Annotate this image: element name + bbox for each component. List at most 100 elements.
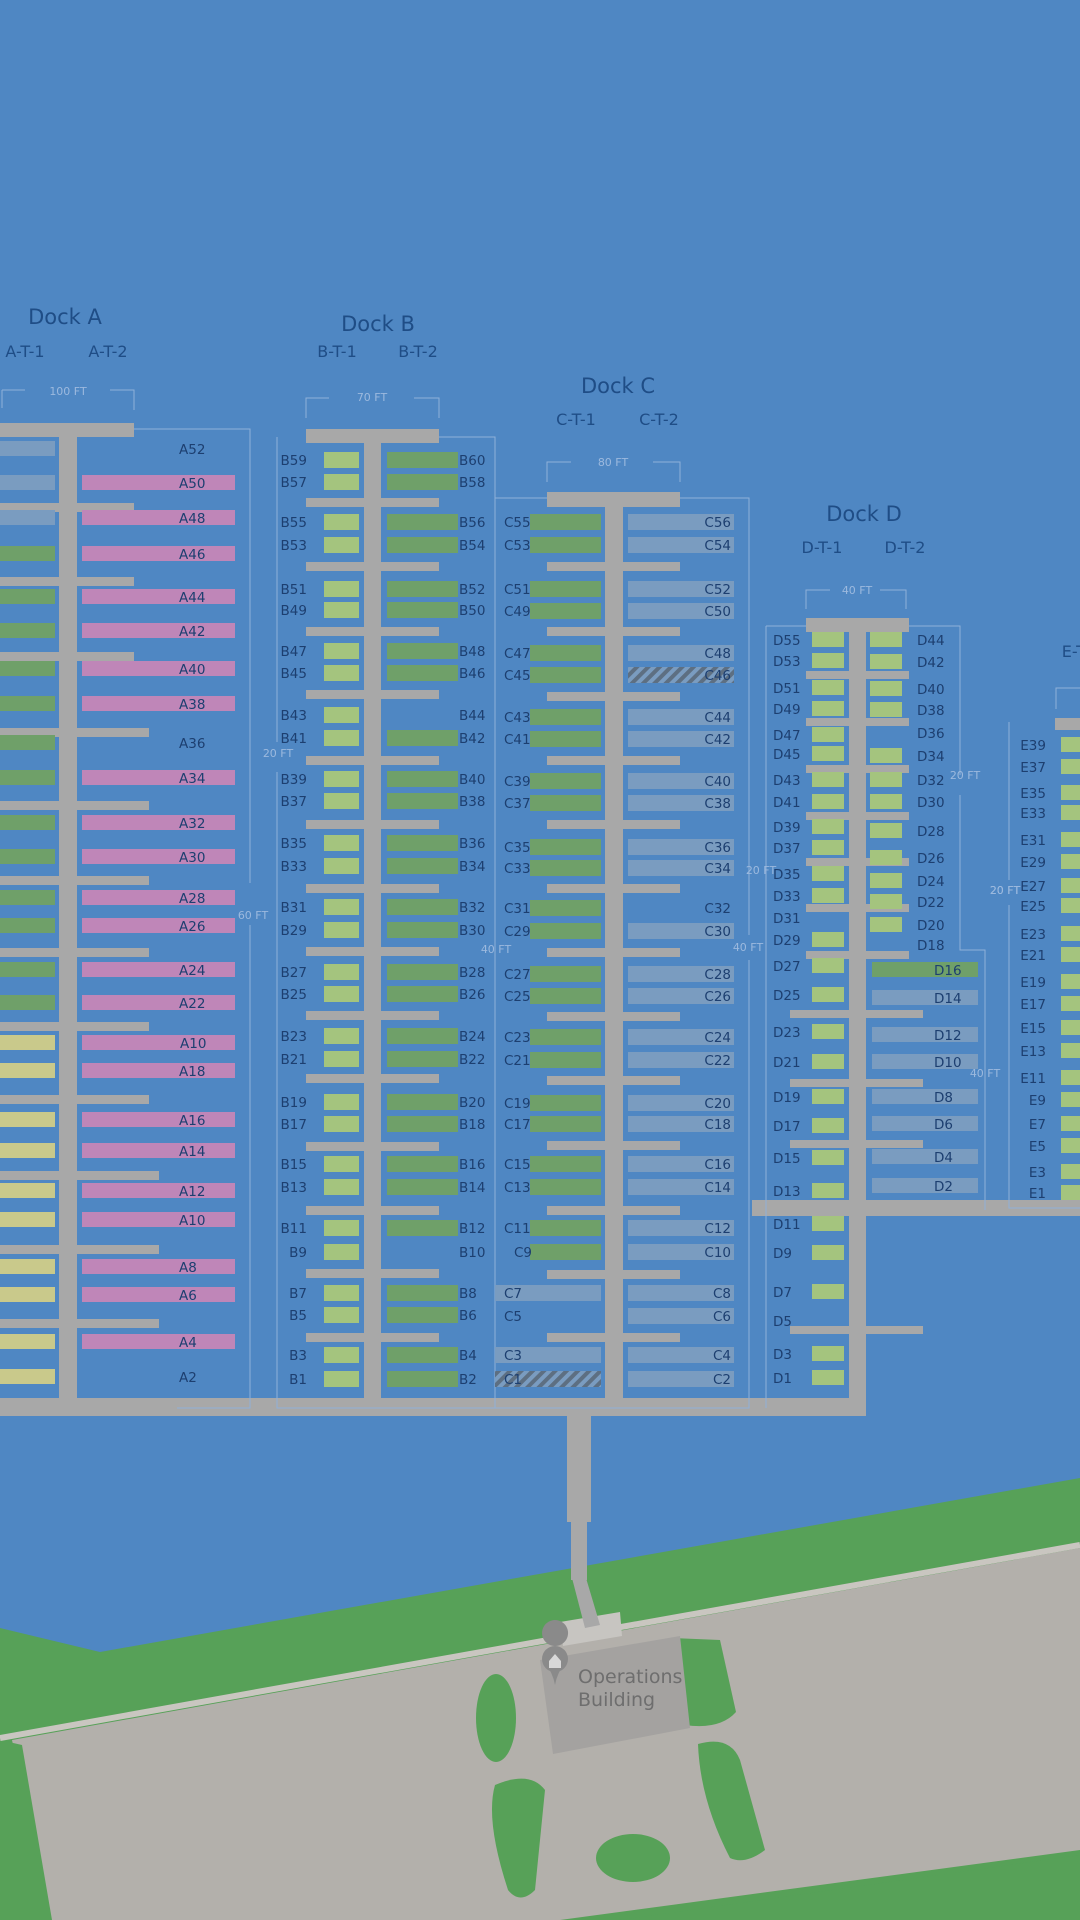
slip-D30[interactable] [870,794,902,809]
slip-B37[interactable] [324,793,359,809]
slip-A-left-17[interactable] [0,1063,55,1078]
slip-B5[interactable] [324,1307,359,1323]
slip-C43[interactable] [530,709,601,725]
slip-E7[interactable] [1061,1116,1080,1131]
slip-C24[interactable] [628,1029,734,1045]
slip-B18[interactable] [387,1116,458,1132]
slip-A38[interactable] [82,696,235,711]
slip-B34[interactable] [387,858,458,874]
slip-D49[interactable] [812,701,844,716]
slip-B19[interactable] [324,1094,359,1110]
slip-C27[interactable] [530,966,601,982]
slip-E11[interactable] [1061,1070,1080,1085]
slip-C30[interactable] [628,923,734,939]
slip-C11[interactable] [530,1220,601,1236]
slip-E25[interactable] [1061,898,1080,913]
slip-E23[interactable] [1061,926,1080,941]
slip-D35[interactable] [812,866,844,881]
slip-A16[interactable] [82,1112,235,1127]
slip-D13[interactable] [812,1183,844,1198]
slip-B32[interactable] [387,899,458,915]
slip-D11[interactable] [812,1216,844,1231]
slip-C18[interactable] [628,1116,734,1132]
slip-D47[interactable] [812,727,844,742]
slip-D44[interactable] [870,632,902,647]
slip-D32[interactable] [870,772,902,787]
slip-B14[interactable] [387,1179,458,1195]
slip-E13[interactable] [1061,1043,1080,1058]
slip-A30[interactable] [82,849,235,864]
slip-C48[interactable] [628,645,734,661]
slip-B39[interactable] [324,771,359,787]
slip-B36[interactable] [387,835,458,851]
slip-D33[interactable] [812,888,844,903]
slip-C15[interactable] [530,1156,601,1172]
slip-B9[interactable] [324,1244,359,1260]
slip-D8[interactable] [872,1089,978,1104]
slip-D34[interactable] [870,748,902,763]
slip-C44[interactable] [628,709,734,725]
slip-D29[interactable] [812,932,844,947]
slip-A-left-0[interactable] [0,441,55,456]
slip-B28[interactable] [387,964,458,980]
slip-B33[interactable] [324,858,359,874]
slip-B23[interactable] [324,1028,359,1044]
slip-D39[interactable] [812,819,844,834]
slip-B16[interactable] [387,1156,458,1172]
slip-D45[interactable] [812,746,844,761]
slip-B60[interactable] [387,452,458,468]
slip-A6[interactable] [82,1287,235,1302]
slip-D43[interactable] [812,772,844,787]
slip-B42[interactable] [387,730,458,746]
slip-B1[interactable] [324,1371,359,1387]
slip-A50[interactable] [82,475,235,490]
slip-D38[interactable] [870,702,902,717]
slip-C21[interactable] [530,1052,601,1068]
slip-D4[interactable] [872,1149,978,1164]
slip-B55[interactable] [324,514,359,530]
slip-C29[interactable] [530,923,601,939]
slip-D37[interactable] [812,840,844,855]
slip-C31[interactable] [530,900,601,916]
slip-A-left-14[interactable] [0,962,55,977]
slip-D7[interactable] [812,1284,844,1299]
slip-B26[interactable] [387,986,458,1002]
slip-C6[interactable] [628,1308,734,1324]
slip-C13[interactable] [530,1179,601,1195]
slip-A4[interactable] [82,1334,235,1349]
slip-E15[interactable] [1061,1020,1080,1035]
slip-B25[interactable] [324,986,359,1002]
slip-D14[interactable] [872,990,978,1005]
slip-B43[interactable] [324,707,359,723]
slip-D26[interactable] [870,850,902,865]
slip-A10[interactable] [82,1212,235,1227]
slip-C10[interactable] [628,1244,734,1260]
slip-A44[interactable] [82,589,235,604]
slip-C40[interactable] [628,773,734,789]
slip-C3[interactable] [495,1347,601,1363]
slip-B8[interactable] [387,1285,458,1301]
slip-D12[interactable] [872,1027,978,1042]
slip-D51[interactable] [812,680,844,695]
slip-E35[interactable] [1061,785,1080,800]
slip-A-left-5[interactable] [0,623,55,638]
slip-B27[interactable] [324,964,359,980]
slip-A-left-2[interactable] [0,510,55,525]
slip-A-left-11[interactable] [0,849,55,864]
slip-D2[interactable] [872,1178,978,1193]
slip-C50[interactable] [628,603,734,619]
slip-E19[interactable] [1061,974,1080,989]
slip-D25[interactable] [812,987,844,1002]
slip-C52[interactable] [628,581,734,597]
slip-A-left-13[interactable] [0,918,55,933]
slip-C12[interactable] [628,1220,734,1236]
slip-A-left-1[interactable] [0,475,55,490]
slip-A18[interactable] [82,1063,235,1078]
slip-D20[interactable] [870,917,902,932]
slip-B47[interactable] [324,643,359,659]
slip-D41[interactable] [812,794,844,809]
slip-B58[interactable] [387,474,458,490]
slip-B29[interactable] [324,922,359,938]
slip-D40[interactable] [870,681,902,696]
slip-A-left-12[interactable] [0,890,55,905]
